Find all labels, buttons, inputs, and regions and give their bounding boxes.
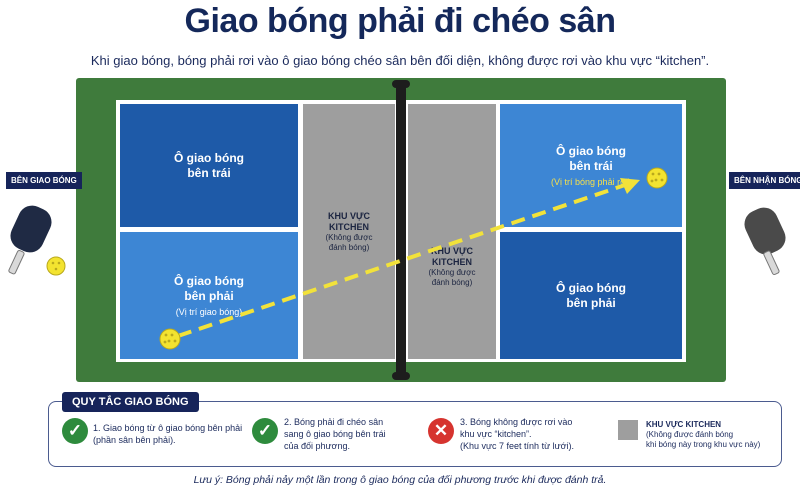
left-bottom-service-box: Ô giao bóng bên phải (Vị trí giao bóng) — [120, 232, 298, 359]
kitchen-label: KHU VỰC — [328, 210, 370, 221]
net-post-top — [392, 80, 410, 88]
kitchen-label: KITCHEN — [432, 256, 472, 267]
rule-text: (Khu vực 7 feet tính từ lưới). — [460, 441, 575, 451]
rule-1: 1. Giao bóng từ ô giao bóng bên phải (ph… — [93, 422, 242, 446]
kitchen-label: KITCHEN — [329, 221, 369, 232]
rule-2: 2. Bóng phải đi chéo sân sang ô giao bón… — [284, 416, 386, 452]
net — [396, 82, 406, 380]
server-ball-icon — [46, 256, 66, 276]
box-label: Ô giao bóng — [174, 273, 244, 288]
right-bottom-service-box: Ô giao bóng bên phải — [500, 232, 682, 359]
check-icon: ✓ — [62, 418, 88, 444]
kitchen-legend-swatch — [618, 420, 638, 440]
rules-panel — [48, 401, 782, 467]
rule-text: sang ô giao bóng bên trái — [284, 429, 386, 439]
box-label: bên phải — [184, 288, 234, 303]
rule-3: 3. Bóng không được rơi vào khu vực “kitc… — [460, 416, 574, 452]
rule-text: của đối phương. — [284, 441, 350, 451]
footnote: Lưu ý: Bóng phải nảy một lần trong ô gia… — [193, 474, 607, 486]
legend-title: KHU VỰC KITCHEN — [646, 420, 722, 429]
receiver-side-label: BÊN NHẬN BÓNG — [729, 172, 800, 189]
rule-text: 1. Giao bóng từ ô giao bóng bên phải — [93, 423, 243, 433]
legend-text: (Không được đánh bóng — [646, 430, 734, 439]
right-top-service-box: Ô giao bóng bên trái (Vị trí bóng phải r… — [500, 104, 682, 227]
box-label: bên trái — [187, 165, 231, 180]
cross-icon: ✕ — [428, 418, 454, 444]
rules-title: QUY TẮC GIAO BÓNG — [62, 392, 199, 412]
kitchen-note: (Không được — [325, 232, 373, 242]
left-kitchen-zone: KHU VỰC KITCHEN (Không được đánh bóng) — [303, 104, 395, 359]
box-label: bên phải — [566, 295, 616, 310]
net-post-bottom — [392, 372, 410, 380]
rule-text: khu vực “kitchen”. — [460, 429, 532, 439]
server-paddle-icon — [8, 205, 52, 275]
kitchen-note: đánh bóng) — [431, 277, 473, 287]
page-subtitle: Khi giao bóng, bóng phải rơi vào ô giao … — [90, 53, 710, 68]
receiver-paddle-icon — [744, 207, 786, 275]
right-kitchen-zone: KHU VỰC KITCHEN (Không được đánh bóng) — [408, 104, 496, 359]
kitchen-note: (Không được — [428, 267, 476, 277]
box-label: Ô giao bóng — [174, 150, 244, 165]
rule-text: 2. Bóng phải đi chéo sân — [284, 417, 384, 427]
box-label: Ô giao bóng — [556, 280, 626, 295]
box-label: bên trái — [569, 158, 613, 173]
box-label: Ô giao bóng — [556, 143, 626, 158]
box-note: (Vị trí bóng phải rơi) — [551, 176, 631, 187]
box-note: (Vị trí giao bóng) — [175, 306, 243, 317]
check-icon: ✓ — [252, 418, 278, 444]
rule-text: 3. Bóng không được rơi vào — [460, 417, 573, 427]
legend-text: khi bóng này trong khu vực này) — [646, 440, 761, 449]
kitchen-note: đánh bóng) — [328, 242, 370, 252]
rule-text: (phần sân bên phải). — [93, 435, 176, 445]
page-title: Giao bóng phải đi chéo sân — [184, 2, 616, 40]
kitchen-label: KHU VỰC — [431, 245, 473, 256]
kitchen-legend: KHU VỰC KITCHEN (Không được đánh bóng kh… — [646, 420, 760, 450]
left-top-service-box: Ô giao bóng bên trái — [120, 104, 298, 227]
server-side-label: BÊN GIAO BÓNG — [6, 172, 82, 189]
